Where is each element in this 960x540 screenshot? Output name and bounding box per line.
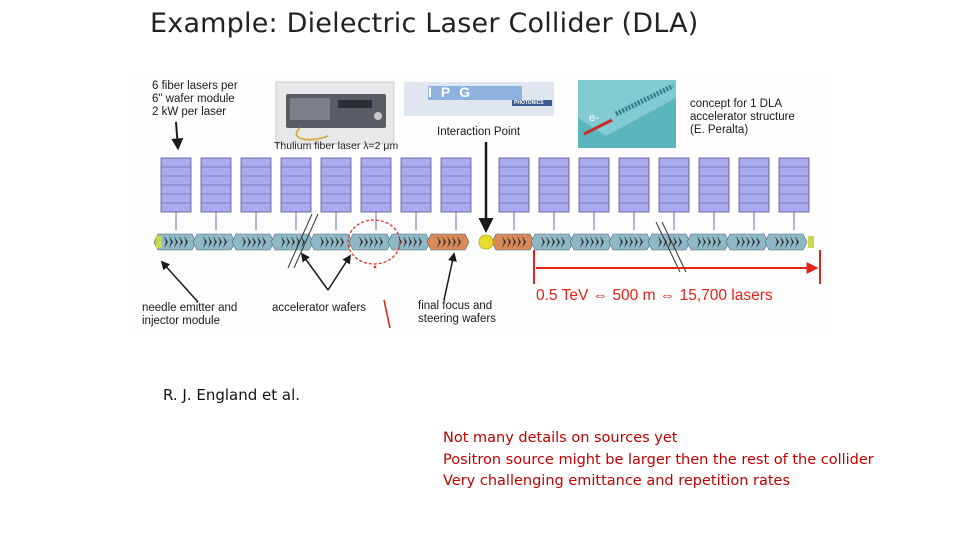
highlight-circle xyxy=(347,219,401,265)
laser-feed-lines xyxy=(175,212,795,230)
note-item: Positron source might be larger then the… xyxy=(443,451,874,468)
final-focus-label: final focus and steering wafers xyxy=(418,300,496,325)
electron-label: e- xyxy=(589,112,599,124)
figure-credit: R. J. England et al. xyxy=(163,386,301,404)
beamline-wafer xyxy=(231,233,275,251)
laser-module xyxy=(698,157,730,213)
beamline-wafer xyxy=(153,233,197,251)
laser-module xyxy=(240,157,272,213)
ipg-photonics-logo xyxy=(404,82,554,116)
laser-module xyxy=(360,157,392,213)
red-tick xyxy=(383,299,391,329)
dla-collider-figure: 6 fiber lasers per 6" wafer module 2 kW … xyxy=(128,78,830,336)
concept-note: concept for 1 DLA accelerator structure … xyxy=(690,98,795,136)
laser-module xyxy=(618,157,650,213)
laser-module xyxy=(280,157,312,213)
laser-product-photo xyxy=(275,81,395,145)
needle-emitter-label: needle emitter and injector module xyxy=(142,302,238,327)
beamline-wafer xyxy=(569,233,613,251)
beamline-wafer xyxy=(387,233,431,251)
laser-module xyxy=(160,157,192,213)
interaction-point xyxy=(478,234,494,250)
interaction-point-label: Interaction Point xyxy=(437,126,521,138)
beamline-wafer xyxy=(686,233,730,251)
beamline-wafer xyxy=(426,233,470,251)
page-title: Example: Dielectric Laser Collider (DLA) xyxy=(150,8,699,39)
injector-module xyxy=(808,236,814,248)
laser-note: 6 fiber lasers per 6" wafer module 2 kW … xyxy=(152,80,238,118)
energy-scale-label: 0.5 TeV ⇔ 500 m ⇔ 15,700 lasers xyxy=(536,287,773,304)
laser-module xyxy=(400,157,432,213)
notes-list: Not many details on sources yet Positron… xyxy=(443,428,874,493)
note-item: Very challenging emittance and repetitio… xyxy=(443,473,791,489)
beamline-wafer xyxy=(348,233,392,251)
laser-module xyxy=(498,157,530,213)
laser-module-row xyxy=(160,157,810,213)
laser-module xyxy=(738,157,770,213)
laser-module xyxy=(658,157,690,213)
length-scale-bar xyxy=(533,250,821,284)
beamline-wafer xyxy=(764,233,808,251)
beamline-wafer xyxy=(725,233,769,251)
ipg-logo-text: IPG xyxy=(428,84,480,100)
laser-module xyxy=(578,157,610,213)
beamline-wafer xyxy=(530,233,574,251)
beamline xyxy=(153,233,814,251)
laser-module xyxy=(778,157,810,213)
beamline-wafer xyxy=(491,233,535,251)
laser-module xyxy=(538,157,570,213)
laser-module xyxy=(200,157,232,213)
beamline-wafer xyxy=(192,233,236,251)
injector-module xyxy=(156,236,162,248)
collider-schematic xyxy=(153,80,821,329)
beamline-wafer xyxy=(309,233,353,251)
accelerator-wafers-label: accelerator wafers xyxy=(272,302,366,314)
laser-product-caption: Thulium fiber laser λ=2 μm xyxy=(274,140,399,152)
laser-module xyxy=(440,157,472,213)
beamline-wafer xyxy=(270,233,314,251)
note-item: Not many details on sources yet xyxy=(443,430,678,446)
dla-structure-image xyxy=(578,80,676,148)
ipg-subtitle: PHOTONICS xyxy=(514,100,544,106)
laser-module xyxy=(320,157,352,213)
beamline-wafer xyxy=(608,233,652,251)
